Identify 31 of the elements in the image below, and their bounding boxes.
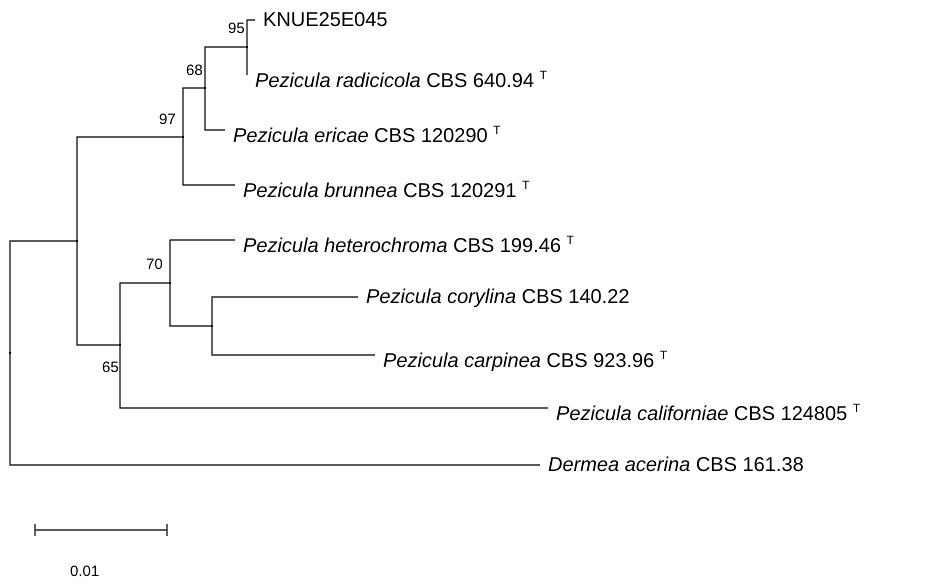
tree-branch: [119, 345, 548, 409]
tree-branch: [204, 46, 247, 88]
bootstrap-value: 65: [102, 359, 119, 377]
taxon-label: Dermea acerina CBS 161.38: [540, 453, 804, 477]
tree-branch: [9, 240, 77, 353]
tree-branch: [76, 241, 120, 346]
tree-branch: [169, 239, 235, 283]
taxon-label: Pezicula brunnea CBS 120291 $^{T}$: [235, 173, 530, 203]
taxon-label: Pezicula heterochroma CBS 199.46 $^{T}$: [235, 228, 574, 258]
tree-branch: [211, 296, 358, 326]
bootstrap-value: 70: [146, 256, 163, 274]
scale-value: 0.01: [70, 563, 100, 580]
taxon-label: Pezicula carpinea CBS 923.96 $^{T}$: [375, 343, 668, 373]
taxon-label: KNUE25E045: [255, 8, 388, 32]
bootstrap-value: 68: [186, 62, 203, 80]
taxon-label: Pezicula californiae CBS 124805 $^{T}$: [548, 396, 860, 426]
tree-branch: [211, 326, 375, 356]
tree-branch: [182, 87, 205, 137]
tree-branch: [76, 136, 183, 241]
taxon-label: Pezicula corylina CBS 140.22: [358, 285, 630, 309]
tree-branch: [9, 353, 540, 466]
tree-branch: [204, 88, 225, 131]
tree-branch: [169, 283, 212, 327]
taxon-label: Pezicula ericae CBS 120290 $^{T}$: [225, 118, 500, 148]
tree-branch: [246, 19, 255, 47]
tree-branch: [119, 282, 170, 345]
tree-branch: [246, 47, 248, 76]
bootstrap-value: 97: [159, 111, 176, 129]
taxon-label: Pezicula radicicola CBS 640.94 $^{T}$: [247, 63, 547, 93]
bootstrap-value: 95: [228, 20, 245, 38]
tree-branch: [182, 137, 235, 186]
